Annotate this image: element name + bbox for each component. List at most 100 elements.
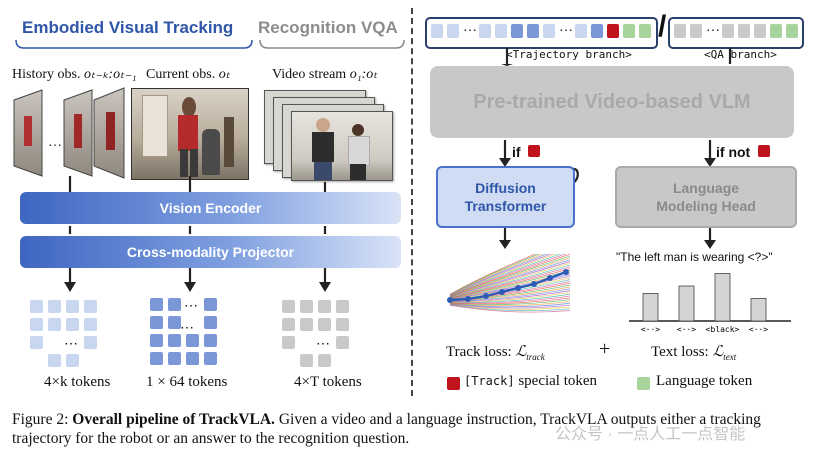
token (282, 318, 295, 331)
token (300, 354, 313, 367)
sampled-trajectory (449, 288, 571, 303)
waypoint (483, 293, 489, 299)
watermark: 公众号 · 一点人工一点智能 (555, 426, 746, 443)
sampled-trajectory (449, 266, 571, 299)
text-loss: Text loss: ℒtext (651, 344, 737, 362)
sequence-token (770, 24, 782, 38)
sampled-trajectory (449, 254, 571, 298)
waypoint (531, 281, 537, 287)
answer-bar (678, 285, 695, 322)
trajectory-token-sequence (425, 17, 658, 49)
waypoint (547, 275, 553, 281)
sequence-token (591, 24, 603, 38)
ellipsis: ⋯ (184, 299, 198, 314)
vlm-block: Pre-trained Video-based VLM (430, 66, 794, 138)
answer-bar-label: <··> (677, 325, 696, 334)
token (204, 352, 217, 365)
current-token-count: 1 × 64 tokens (146, 374, 228, 390)
sampled-trajectory (449, 255, 571, 298)
left-connectors (64, 176, 331, 292)
answer-bar-label: <··> (641, 325, 660, 334)
token (204, 334, 217, 347)
current-obs-label: Current obs. oₜ (146, 67, 230, 82)
sampled-trajectory (449, 304, 571, 313)
if-not-label: if not (716, 144, 751, 160)
token (318, 354, 331, 367)
token (300, 300, 313, 313)
video-token-count: 4×T tokens (294, 374, 362, 390)
waypoint (465, 296, 471, 302)
sequence-token (511, 24, 523, 38)
qa-branch-label: <QA branch> (704, 48, 777, 61)
sampled-trajectory (449, 254, 548, 296)
trajectory-prediction (447, 254, 571, 313)
token (336, 336, 349, 349)
video-stream-label: Video stream o₁:oₜ (272, 67, 378, 82)
token (168, 316, 181, 329)
sampled-trajectory (449, 302, 571, 308)
token (30, 336, 43, 349)
sampled-trajectory (449, 254, 562, 297)
token (48, 354, 61, 367)
diffusion-transformer-block: Diffusion Transformer (436, 166, 575, 228)
sampled-trajectory (449, 264, 571, 299)
ellipsis: ⋯ (180, 321, 194, 336)
sampled-trajectory (449, 254, 553, 296)
track-token-legend-icon (447, 377, 460, 390)
vision-encoder-block: Vision Encoder (20, 192, 401, 224)
sequence-token (575, 24, 587, 38)
sampled-trajectory (449, 291, 571, 303)
branch-slash: / (658, 10, 667, 43)
sequence-token (639, 24, 651, 38)
sampled-trajectory (449, 293, 571, 304)
history-token-grid: ⋯ (30, 300, 120, 367)
waypoint (447, 297, 453, 303)
waypoint (499, 289, 505, 295)
sequence-token (623, 24, 635, 38)
sampled-trajectory (449, 270, 571, 300)
sequence-token (495, 24, 507, 38)
current-obs-frame (131, 88, 249, 180)
token (150, 352, 163, 365)
history-obs-label: History obs. oₜ₋ₖ:oₜ₋₁ (12, 67, 137, 82)
svg-text:…: … (48, 135, 62, 150)
sequence-token (786, 24, 798, 38)
sequence-token (690, 24, 702, 38)
token (186, 334, 199, 347)
sequence-ellipsis: … (706, 20, 720, 35)
token (66, 300, 79, 313)
sampled-trajectory (449, 304, 571, 309)
recognition-vqa-header: Recognition VQA (258, 18, 398, 37)
answer-distribution-chart: <··><··><black><··> (629, 273, 791, 334)
example-answer: "The left man is wearing <?>" (616, 250, 773, 264)
token (204, 316, 217, 329)
answer-bar-label: <··> (749, 325, 768, 334)
sampled-trajectory (449, 301, 571, 307)
current-token-grid: ⋯⋯ (150, 298, 240, 370)
if-label: if (512, 144, 521, 160)
token (150, 334, 163, 347)
token (66, 354, 79, 367)
token (150, 298, 163, 311)
sampled-trajectory (449, 254, 557, 297)
if-not-track-token-icon (758, 145, 770, 157)
token (336, 318, 349, 331)
token (336, 300, 349, 313)
ellipsis: ⋯ (316, 337, 330, 352)
token (168, 298, 181, 311)
waypoint (515, 285, 521, 291)
token (150, 316, 163, 329)
sequence-token (479, 24, 491, 38)
cross-modality-projector-block: Cross-modality Projector (20, 236, 401, 268)
token (30, 318, 43, 331)
trajectory-branch-label: <Trajectory branch> (506, 48, 632, 61)
sampled-trajectory (449, 299, 571, 306)
sequence-token (447, 24, 459, 38)
sequence-token (527, 24, 539, 38)
sequence-token (722, 24, 734, 38)
token (84, 300, 97, 313)
sampled-trajectory (449, 304, 571, 310)
sampled-trajectory (449, 268, 571, 300)
sequence-token (738, 24, 750, 38)
if-track-token-icon (528, 145, 540, 157)
